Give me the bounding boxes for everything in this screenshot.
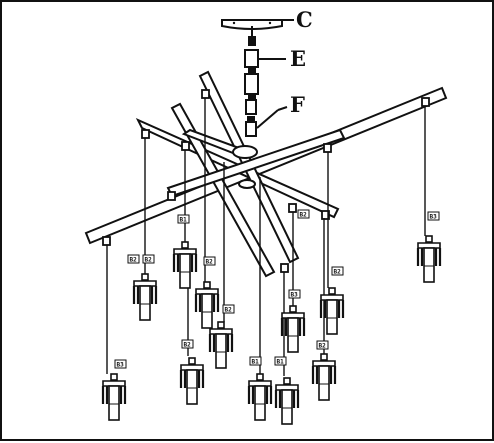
- pendant-lamp: [208, 320, 234, 370]
- pendant-tag-label: B1: [252, 358, 260, 365]
- pendant-tag: B2: [203, 256, 216, 266]
- pendant-tag-label: B2: [130, 256, 138, 263]
- pendant-tag: B3: [114, 359, 127, 369]
- pendant-lamp: [194, 280, 220, 330]
- pendant-lamp: [101, 372, 127, 422]
- callout-c: C: [296, 7, 313, 32]
- pendant-tag-label: B2: [319, 342, 327, 349]
- callout-leaders: [256, 19, 294, 129]
- pendant-tag-label: B2: [206, 258, 214, 265]
- callout-f: F: [290, 92, 305, 117]
- pendant-lamp: [311, 352, 337, 402]
- pendant-tag-label: B1: [180, 216, 188, 223]
- pendant-tag-label: B2: [145, 256, 153, 263]
- pendant-tag: B2: [297, 209, 310, 219]
- pendant-tag: B2: [142, 254, 155, 264]
- pendant-tag-label: B2: [334, 268, 342, 275]
- pendant-lamp: [132, 272, 158, 322]
- pendant-tag-label: B1: [277, 358, 285, 365]
- pendant-cords: [106, 98, 426, 376]
- pendant-tag-label: B3: [291, 291, 299, 298]
- ceiling-canopy: [221, 19, 283, 36]
- pendant-tag: B2: [331, 266, 344, 276]
- pendant-lamp: [280, 304, 306, 354]
- pendant-tag-label: B2: [225, 306, 233, 313]
- pendant-tag-label: B3: [117, 361, 125, 368]
- pendant-lamp: [274, 376, 300, 426]
- pendant-lamp: [179, 356, 205, 406]
- pendant-tag: B2: [222, 304, 235, 314]
- pendant-tag: B2: [127, 254, 140, 264]
- chandelier-arms: [84, 70, 448, 278]
- pendant-tag-label: B3: [430, 213, 438, 220]
- pendant-tag: B3: [288, 289, 301, 299]
- pendant-lamp: [416, 234, 442, 284]
- pendant-tag-label: B2: [184, 341, 192, 348]
- pendant-tag: B1: [249, 356, 262, 366]
- down-rod: [244, 36, 259, 137]
- pendant-tag: B3: [427, 211, 440, 221]
- callout-e: E: [290, 46, 306, 71]
- pendant-lamps: [101, 234, 442, 426]
- pendant-tag: B2: [181, 339, 194, 349]
- pendant-tag-label: B2: [300, 211, 308, 218]
- pendant-tag: B2: [316, 340, 329, 350]
- pendant-tag: B1: [274, 356, 287, 366]
- pendant-lamp: [247, 372, 273, 422]
- pendant-tag: B1: [177, 214, 190, 224]
- pendant-lamp: [172, 240, 198, 290]
